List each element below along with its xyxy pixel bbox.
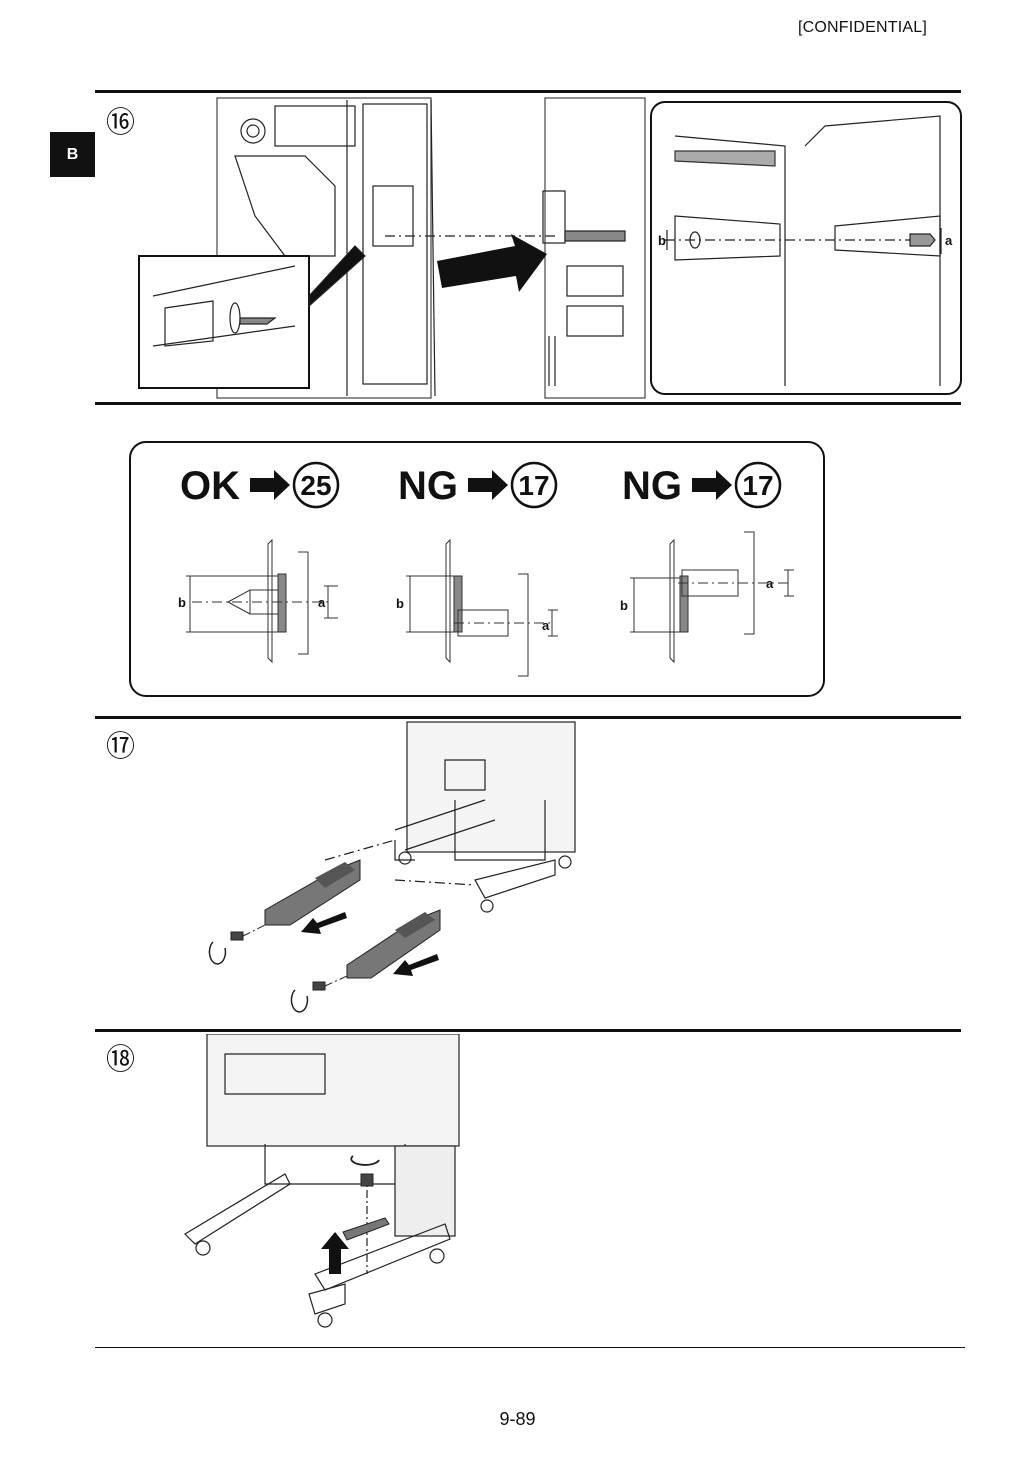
result-2-goto: 17	[518, 470, 549, 501]
circle-icon	[510, 461, 558, 509]
circle-icon	[734, 461, 782, 509]
diagram-2-label-b: b	[396, 596, 404, 611]
result-2-verdict: NG	[398, 464, 458, 508]
zoom-label-a: a	[945, 233, 953, 248]
circle-icon	[292, 461, 340, 509]
step-17-illustration	[208, 721, 576, 1013]
footer-rule	[95, 1347, 965, 1348]
rotate-icon	[208, 941, 309, 1013]
section-tab: B	[50, 132, 95, 177]
step-number-18: ⑱	[106, 1042, 136, 1076]
diagram-3-label-a: a	[766, 576, 774, 591]
step-16-illustration: b a	[138, 97, 962, 399]
arrow-left-icon	[301, 912, 347, 934]
step-18-illustration	[184, 1034, 460, 1328]
diagram-2-label-a: a	[542, 618, 550, 633]
arrow-up-icon	[321, 1232, 349, 1274]
step-number-16: ⑯	[106, 105, 136, 139]
arrow-left-icon	[393, 954, 439, 976]
diagram-3-label-b: b	[620, 598, 628, 613]
zoom-label-b: b	[658, 233, 666, 248]
section-rule-top	[95, 90, 961, 93]
rotate-icon	[350, 1155, 380, 1166]
section-rule	[95, 1029, 961, 1032]
result-1-verdict: OK	[180, 464, 240, 508]
check-panel: OK 25 NG 17 NG 17 b a b a b	[129, 441, 825, 697]
arrow-right-icon	[250, 470, 290, 500]
section-rule	[95, 716, 961, 719]
result-3-goto: 17	[742, 470, 773, 501]
diagram-1-label-b: b	[178, 595, 186, 610]
step-number-17: ⑰	[106, 729, 136, 763]
result-1-goto: 25	[300, 470, 331, 501]
section-rule	[95, 402, 961, 405]
arrow-right-icon	[468, 470, 508, 500]
diagram-1-label-a: a	[318, 595, 326, 610]
page-number: 9-89	[499, 1409, 536, 1429]
confidential-label: [CONFIDENTIAL]	[798, 19, 928, 36]
arrow-right-icon	[692, 470, 732, 500]
result-3-verdict: NG	[622, 464, 682, 508]
